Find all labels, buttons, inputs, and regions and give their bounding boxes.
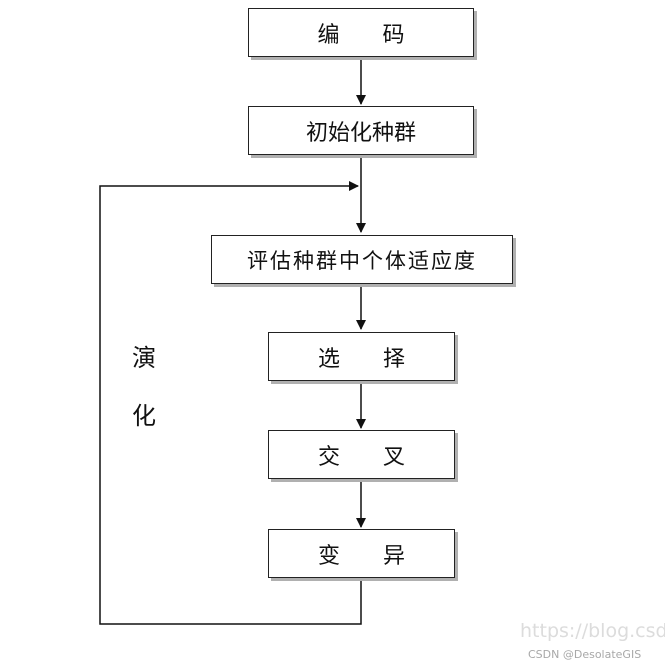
step-init-population: 初始化种群 [248, 106, 474, 155]
step-crossover: 交 叉 [268, 430, 455, 479]
step-select-label: 选 择 [318, 346, 423, 372]
step-init-population-label: 初始化种群 [305, 120, 416, 146]
evolution-label-char1: 演 [132, 344, 156, 372]
step-crossover-label: 交 叉 [318, 444, 423, 470]
watermark-credit: CSDN @DesolateGIS [528, 648, 642, 661]
step-select: 选 择 [268, 332, 455, 381]
step-encode: 编 码 [248, 8, 474, 57]
evolution-loop-line [99, 181, 362, 625]
step-encode-label: 编 码 [317, 22, 423, 48]
evolution-label-char2: 化 [132, 402, 156, 430]
step-mutate-label: 变 异 [318, 543, 423, 569]
step-evaluate-fitness-label: 评估种群中个体适应度 [247, 248, 477, 273]
watermark-url: https://blog.csdr [520, 620, 665, 642]
step-mutate: 变 异 [268, 529, 455, 578]
step-evaluate-fitness: 评估种群中个体适应度 [211, 235, 513, 284]
